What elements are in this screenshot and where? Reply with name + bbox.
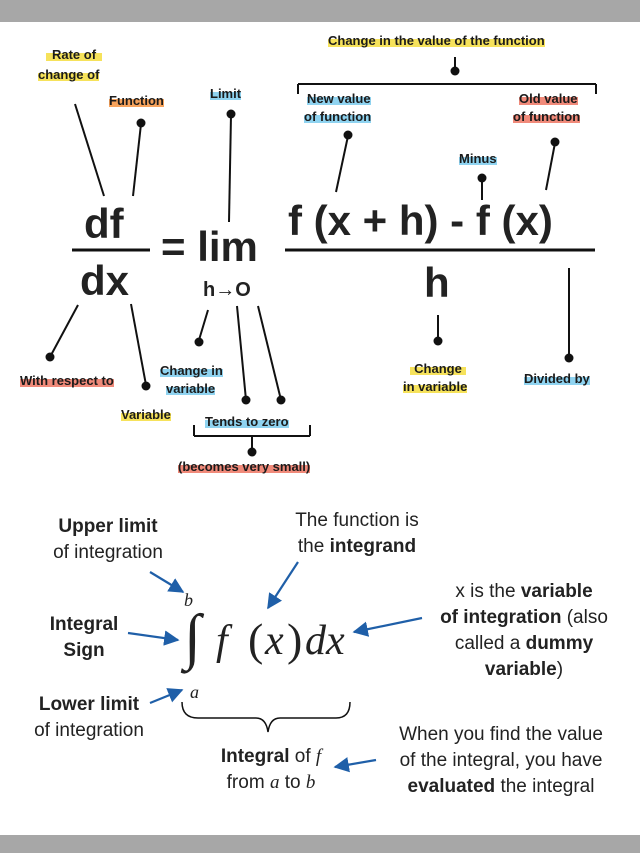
integral-of-f: f — [315, 746, 322, 767]
label-change-in-variable-2: variable — [166, 380, 216, 397]
integral-sign-arrow — [127, 630, 180, 646]
variable-line2-bold: of integration — [440, 607, 562, 628]
variable-line2-rest: (also — [561, 607, 608, 628]
variable-arrow — [352, 616, 423, 637]
integrand-dx: dx — [305, 618, 345, 664]
from-b: b — [305, 772, 316, 793]
from-prefix: from — [226, 772, 270, 793]
label-new-value-2: of function — [304, 108, 372, 125]
integrand-lparen: ( — [248, 614, 264, 665]
variable-line4-bold: variable — [484, 659, 557, 680]
label-limit: Limit — [210, 85, 242, 102]
integrand-arrow — [267, 561, 299, 610]
label-change-1: Change — [410, 360, 466, 377]
label-change-in-variable-1: Change in — [160, 362, 223, 379]
variable-line4-rest: ) — [556, 659, 564, 680]
label-tends-to-zero: Tends to zero — [205, 413, 289, 430]
label-function: Function — [109, 92, 164, 109]
upper-limit-annotation: Upper limit of integration — [28, 514, 188, 566]
integral-of-arrow — [333, 757, 377, 773]
label-with-respect-to: With respect to — [20, 372, 114, 389]
bottom-gray-bar — [0, 835, 640, 853]
label-change-2: in variable — [403, 378, 468, 395]
integral-sign-line1: Integral — [49, 614, 119, 635]
variable-annotation: x is the variable of integration (also c… — [424, 579, 624, 683]
label-change-of: change of — [38, 66, 100, 83]
limit-subscript: h→O — [203, 279, 251, 301]
label-divided-by: Divided by — [524, 370, 590, 387]
upper-limit-arrow — [149, 571, 185, 593]
df-numerator: df — [84, 200, 124, 247]
label-old-value-1: Old value — [519, 90, 578, 107]
evaluated-annotation: When you find the value of the integral,… — [376, 722, 626, 800]
integral-upper-b: b — [184, 590, 193, 610]
label-change-in-value: Change in the value of the function — [328, 32, 545, 49]
function-numerator: f (x + h) - f (x) — [288, 197, 553, 244]
integral-of-annotation: Integral of f from a to b — [196, 744, 346, 796]
integrand-x: x — [265, 618, 284, 664]
label-old-value-2: of function — [513, 108, 581, 125]
top-gray-bar — [0, 0, 640, 22]
evaluated-line3-rest: the integral — [495, 776, 595, 797]
integrand-rparen: ) — [287, 614, 303, 665]
variable-line1-bold: variable — [520, 581, 593, 602]
integrand-f: f — [216, 618, 228, 664]
integral-lower-a: a — [190, 682, 199, 702]
integral-sign: ∫ — [184, 603, 201, 671]
integral-of-bold: Integral — [220, 746, 290, 767]
label-becomes-very-small: (becomes very small) — [178, 458, 311, 475]
label-minus: Minus — [459, 150, 497, 167]
variable-line1-prefix: x is the — [455, 581, 521, 602]
evaluated-line1: When you find the value — [399, 724, 603, 745]
variable-line3-bold: dummy — [525, 633, 594, 654]
integral-sign-annotation: Integral Sign — [30, 612, 138, 664]
integrand-line1: The function is — [295, 510, 419, 531]
evaluated-line3-bold: evaluated — [407, 776, 496, 797]
label-rate-of: Rate of — [46, 46, 102, 63]
variable-line3-prefix: called a — [454, 633, 526, 654]
evaluated-line2: of the integral, you have — [399, 750, 603, 771]
lower-limit-arrow — [149, 688, 184, 705]
upper-limit-rest: of integration — [53, 542, 163, 563]
integrand-line2-bold: integrand — [329, 536, 417, 557]
integral-of-rest: of — [289, 746, 316, 767]
integrand-line2-prefix: the — [297, 536, 330, 557]
integral-sign-line2: Sign — [63, 640, 105, 661]
label-new-value-1: New value — [307, 90, 371, 107]
equals-lim: = lim — [161, 223, 258, 270]
lower-limit-rest: of integration — [34, 720, 144, 741]
lower-limit-bold: Lower limit — [38, 694, 140, 715]
from-a: a — [269, 772, 280, 793]
label-variable: Variable — [121, 406, 171, 423]
lower-limit-annotation: Lower limit of integration — [14, 692, 164, 744]
dx-denominator: dx — [80, 257, 130, 304]
integrand-annotation: The function is the integrand — [272, 508, 442, 560]
from-to: to — [279, 772, 306, 793]
h-denominator: h — [424, 259, 450, 306]
upper-limit-bold: Upper limit — [58, 516, 158, 537]
